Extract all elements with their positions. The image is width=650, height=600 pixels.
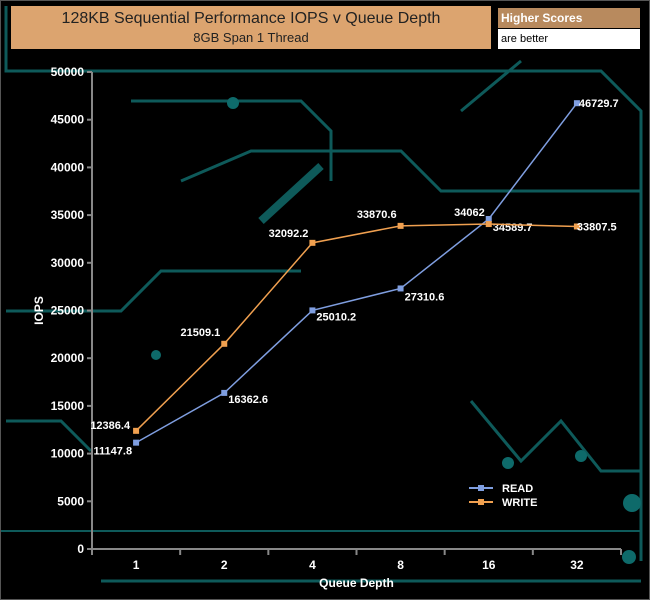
y-tick-label: 10000 <box>51 447 85 461</box>
legend-marker-write <box>478 499 484 505</box>
data-point-read <box>573 100 580 107</box>
y-tick-label: 25000 <box>51 304 85 318</box>
data-point-read <box>485 216 492 223</box>
y-tick-label: 50000 <box>51 65 85 79</box>
legend-label-read: READ <box>502 483 533 495</box>
data-label-write: 21509.1 <box>180 327 220 339</box>
data-label-write: 34062 <box>454 207 485 219</box>
data-label-read: 16362.6 <box>228 394 268 406</box>
data-point-read <box>397 285 404 292</box>
data-point-write <box>309 239 316 246</box>
data-point-read <box>221 389 228 396</box>
y-tick-label: 20000 <box>51 351 85 365</box>
are-better-badge: are better <box>498 29 640 49</box>
data-label-write: 33807.5 <box>577 221 617 233</box>
series-line-read <box>135 102 578 444</box>
y-tick-label: 30000 <box>51 256 85 270</box>
x-tick-label: 4 <box>309 558 316 572</box>
data-label-read: 25010.2 <box>316 311 356 323</box>
y-tick-label: 35000 <box>51 208 85 222</box>
data-label-write: 33870.6 <box>357 209 397 221</box>
data-point-read <box>309 307 316 314</box>
data-point-write <box>485 221 492 228</box>
data-point-read <box>133 439 140 446</box>
x-tick-label: 32 <box>570 558 584 572</box>
higher-scores-badge: Higher Scores <box>498 8 640 28</box>
y-axis-label: IOPS <box>32 296 46 325</box>
data-label-read: 27310.6 <box>405 291 445 303</box>
y-tick-label: 40000 <box>51 160 85 174</box>
data-label-read: 11147.8 <box>94 446 133 458</box>
chart-title: 128KB Sequential Performance IOPS v Queu… <box>61 10 441 27</box>
y-tick-label: 0 <box>77 542 84 556</box>
x-tick-label: 8 <box>397 558 404 572</box>
legend-label-write: WRITE <box>502 497 537 509</box>
data-label-read: 46729.7 <box>579 98 619 110</box>
data-point-write <box>573 223 580 230</box>
data-label-write: 12386.4 <box>90 420 131 432</box>
y-tick-label: 15000 <box>51 399 85 413</box>
data-point-write <box>133 427 140 434</box>
x-tick-label: 16 <box>482 558 496 572</box>
y-tick-label: 5000 <box>57 494 84 508</box>
data-point-write <box>397 222 404 229</box>
title-box: 128KB Sequential Performance IOPS v Queu… <box>11 6 491 49</box>
x-tick-label: 1 <box>133 558 140 572</box>
data-label-write: 32092.2 <box>269 228 309 240</box>
x-axis-label: Queue Depth <box>319 576 394 590</box>
legend-marker-read <box>478 485 484 491</box>
x-tick-label: 2 <box>221 558 228 572</box>
series-line-write <box>135 223 577 432</box>
y-tick-label: 45000 <box>51 113 85 127</box>
data-point-write <box>221 340 228 347</box>
chart-subtitle: 8GB Span 1 Thread <box>193 30 309 45</box>
